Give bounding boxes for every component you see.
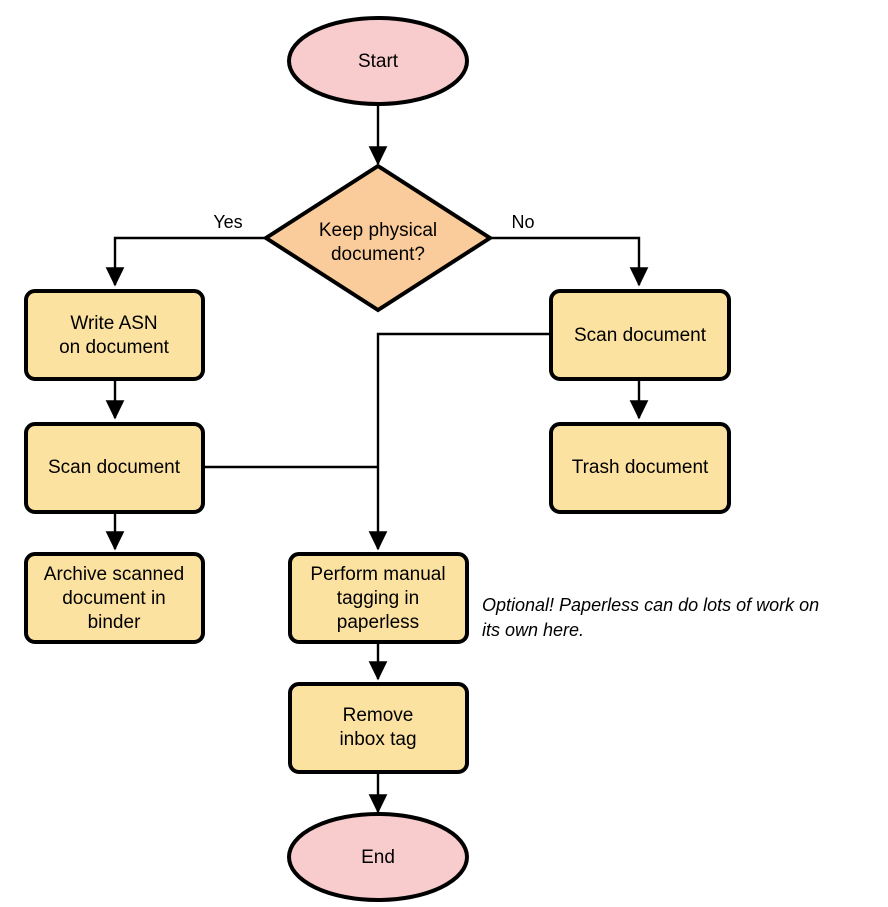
end-ellipse: [287, 812, 469, 902]
annotation-optional-note: Optional! Paperless can do lots of work …: [482, 595, 819, 640]
scan-document-left-label: Scan document: [48, 457, 181, 478]
trash-document-label: Trash document: [572, 457, 709, 478]
remove-inbox-box: [288, 682, 469, 774]
write-asn-label-line1: Write ASN: [70, 313, 157, 334]
node-remove-inbox-tag[interactable]: Remove inbox tag: [288, 682, 469, 774]
node-archive-scanned-document[interactable]: Archive scanned document in binder: [24, 552, 205, 644]
archive-label-line3: binder: [88, 612, 141, 633]
trash-document-box: [549, 422, 731, 514]
tagging-label-line3: paperless: [337, 612, 419, 633]
remove-inbox-label-line1: Remove: [343, 705, 414, 726]
node-write-asn-on-document[interactable]: Write ASN on document: [24, 289, 205, 381]
edge-decision-no-to-scan-right: [490, 236, 649, 287]
edge-label-yes: Yes: [213, 212, 242, 232]
node-perform-manual-tagging[interactable]: Perform manual tagging in paperless: [288, 552, 469, 644]
node-decision-keep-physical-document[interactable]: Keep physical document?: [262, 163, 494, 313]
annotation-line2: its own here.: [482, 620, 584, 640]
edge-scan-right-to-tagging: [368, 332, 551, 551]
archive-label-line2: document in: [62, 588, 166, 609]
node-end[interactable]: End: [287, 812, 469, 902]
scan-document-left-box: [24, 422, 205, 514]
write-asn-label-line2: on document: [59, 337, 170, 358]
annotation-line1: Optional! Paperless can do lots of work …: [482, 595, 819, 615]
remove-inbox-label-line2: inbox tag: [339, 729, 416, 750]
decision-label-line1: Keep physical: [319, 220, 437, 241]
decision-label-line2: document?: [331, 244, 425, 265]
node-scan-document-left[interactable]: Scan document: [24, 422, 205, 514]
edge-label-no: No: [511, 212, 534, 232]
edge-decision-yes-to-write-asn: [105, 236, 266, 287]
decision-diamond: [262, 163, 494, 313]
end-label: End: [361, 847, 395, 868]
start-ellipse: [287, 16, 469, 106]
tagging-label-line2: tagging in: [337, 588, 419, 609]
start-label: Start: [358, 51, 399, 72]
node-start[interactable]: Start: [287, 16, 469, 106]
archive-label-line1: Archive scanned: [44, 564, 184, 585]
tagging-box: [288, 552, 469, 644]
scan-document-right-label: Scan document: [574, 325, 707, 346]
write-asn-box: [24, 289, 205, 381]
node-scan-document-right[interactable]: Scan document: [549, 289, 731, 381]
node-trash-document[interactable]: Trash document: [549, 422, 731, 514]
archive-box: [24, 552, 205, 644]
tagging-label-line1: Perform manual: [310, 564, 445, 585]
scan-document-right-box: [549, 289, 731, 381]
